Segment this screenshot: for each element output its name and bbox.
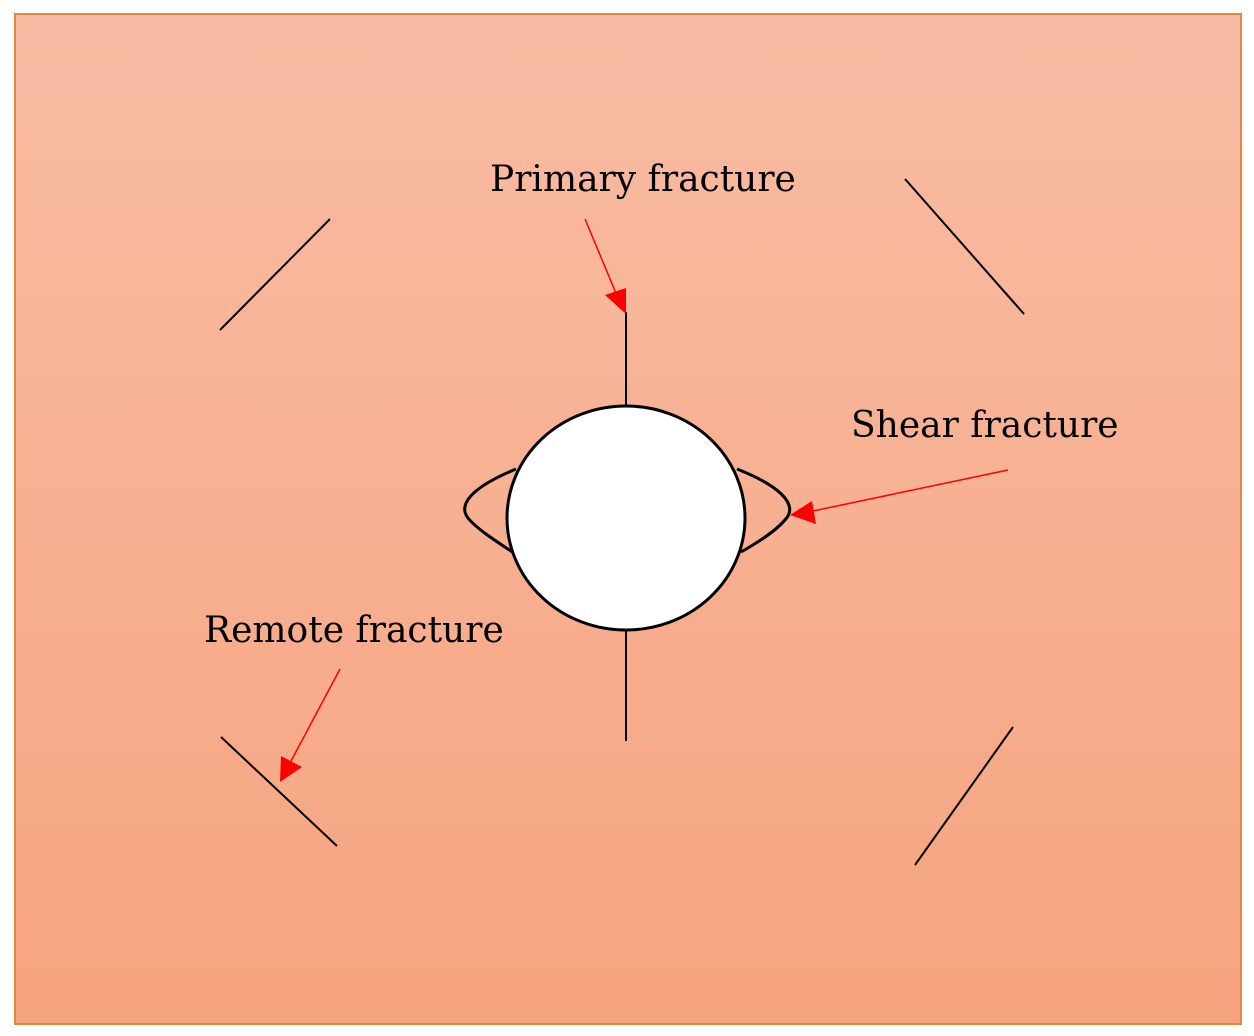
shear-fracture-right [736, 467, 792, 554]
remote-fracture-bottom-left [220, 736, 338, 847]
remote-fracture-bottom-right [914, 726, 1014, 866]
shear-fracture-label: Shear fracture [851, 405, 1119, 446]
shear-fracture-arrowhead [790, 501, 816, 524]
primary-fracture-arrowhead [605, 288, 626, 314]
remote-fracture-top-left [219, 218, 331, 331]
borehole-circle [505, 404, 747, 632]
remote-fracture-top-right [904, 178, 1025, 315]
remote-fracture-arrow [281, 668, 341, 779]
remote-fracture-arrowhead [280, 756, 302, 782]
shear-fracture-arrow [793, 469, 1009, 516]
shear-fracture-left [463, 467, 517, 555]
primary-fracture-label: Primary fracture [490, 159, 796, 200]
remote-fracture-label: Remote fracture [204, 610, 504, 651]
